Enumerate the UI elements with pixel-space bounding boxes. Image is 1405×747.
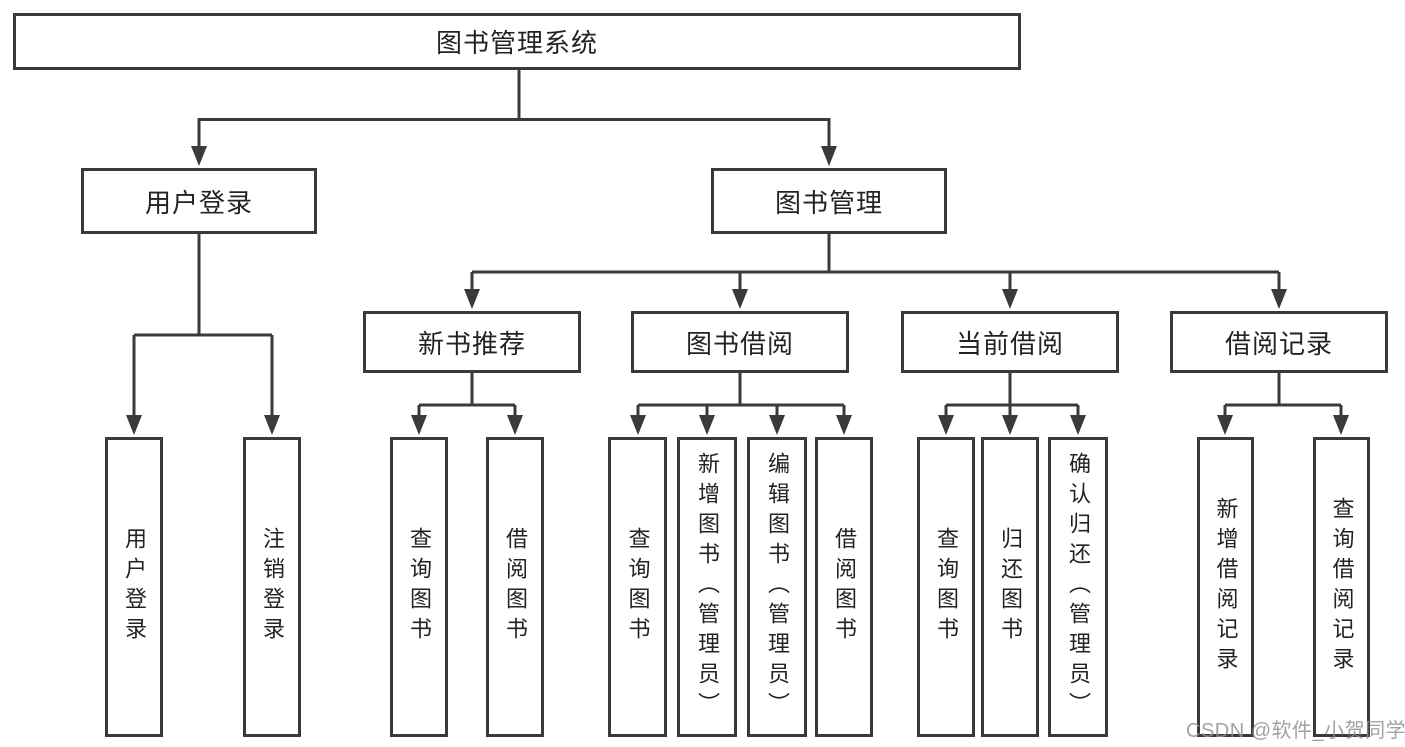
leaf-add-borrow-record: 新增借阅记录 — [1197, 437, 1254, 737]
node-label: 编辑图书（管理员） — [765, 452, 790, 722]
node-label: 当前借阅 — [955, 328, 1064, 359]
leaf-query-books-current: 查询图书 — [917, 437, 975, 737]
leaf-borrow-books-recommend: 借阅图书 — [486, 437, 544, 737]
node-label: 归还图书 — [998, 527, 1023, 647]
node-label: 图书管理系统 — [435, 28, 598, 58]
leaf-confirm-return-admin: 确认归还（管理员） — [1048, 437, 1108, 737]
node-current-borrow: 当前借阅 — [901, 311, 1119, 373]
node-label: 用户登录 — [122, 527, 147, 647]
node-user-login: 用户登录 — [81, 168, 317, 234]
node-label: 图书管理 — [774, 187, 883, 218]
csdn-watermark: CSDN @软件_小贺同学 — [1186, 720, 1405, 742]
leaf-query-borrow-record: 查询借阅记录 — [1313, 437, 1370, 737]
leaf-user-login: 用户登录 — [105, 437, 163, 737]
leaf-add-book-admin: 新增图书（管理员） — [677, 437, 737, 737]
node-label: 借阅记录 — [1224, 328, 1333, 359]
leaf-query-books-borrow: 查询图书 — [608, 437, 667, 737]
node-label: 确认归还（管理员） — [1066, 452, 1091, 722]
leaf-query-books-recommend: 查询图书 — [390, 437, 448, 737]
node-book-borrow: 图书借阅 — [631, 311, 849, 373]
node-label: 查询借阅记录 — [1329, 497, 1355, 677]
node-borrow-records: 借阅记录 — [1170, 311, 1388, 373]
leaf-logout: 注销登录 — [243, 437, 301, 737]
node-label: 注销登录 — [260, 527, 285, 647]
node-label: 新书推荐 — [417, 328, 526, 359]
leaf-borrow-books: 借阅图书 — [815, 437, 873, 737]
node-label: 图书借阅 — [685, 328, 794, 359]
node-label: 查询图书 — [407, 527, 432, 647]
node-label: 查询图书 — [934, 527, 959, 647]
node-label: 借阅图书 — [832, 527, 857, 647]
node-label: 新增图书（管理员） — [695, 452, 720, 722]
node-label: 借阅图书 — [503, 527, 528, 647]
node-book-management: 图书管理 — [711, 168, 947, 234]
node-root: 图书管理系统 — [13, 13, 1021, 70]
node-label: 用户登录 — [144, 187, 253, 218]
leaf-edit-book-admin: 编辑图书（管理员） — [747, 437, 807, 737]
node-new-book-recommend: 新书推荐 — [363, 311, 581, 373]
node-label: 新增借阅记录 — [1213, 497, 1239, 677]
node-label: 查询图书 — [625, 527, 651, 647]
leaf-return-book: 归还图书 — [981, 437, 1039, 737]
arrowheads — [126, 146, 1349, 435]
